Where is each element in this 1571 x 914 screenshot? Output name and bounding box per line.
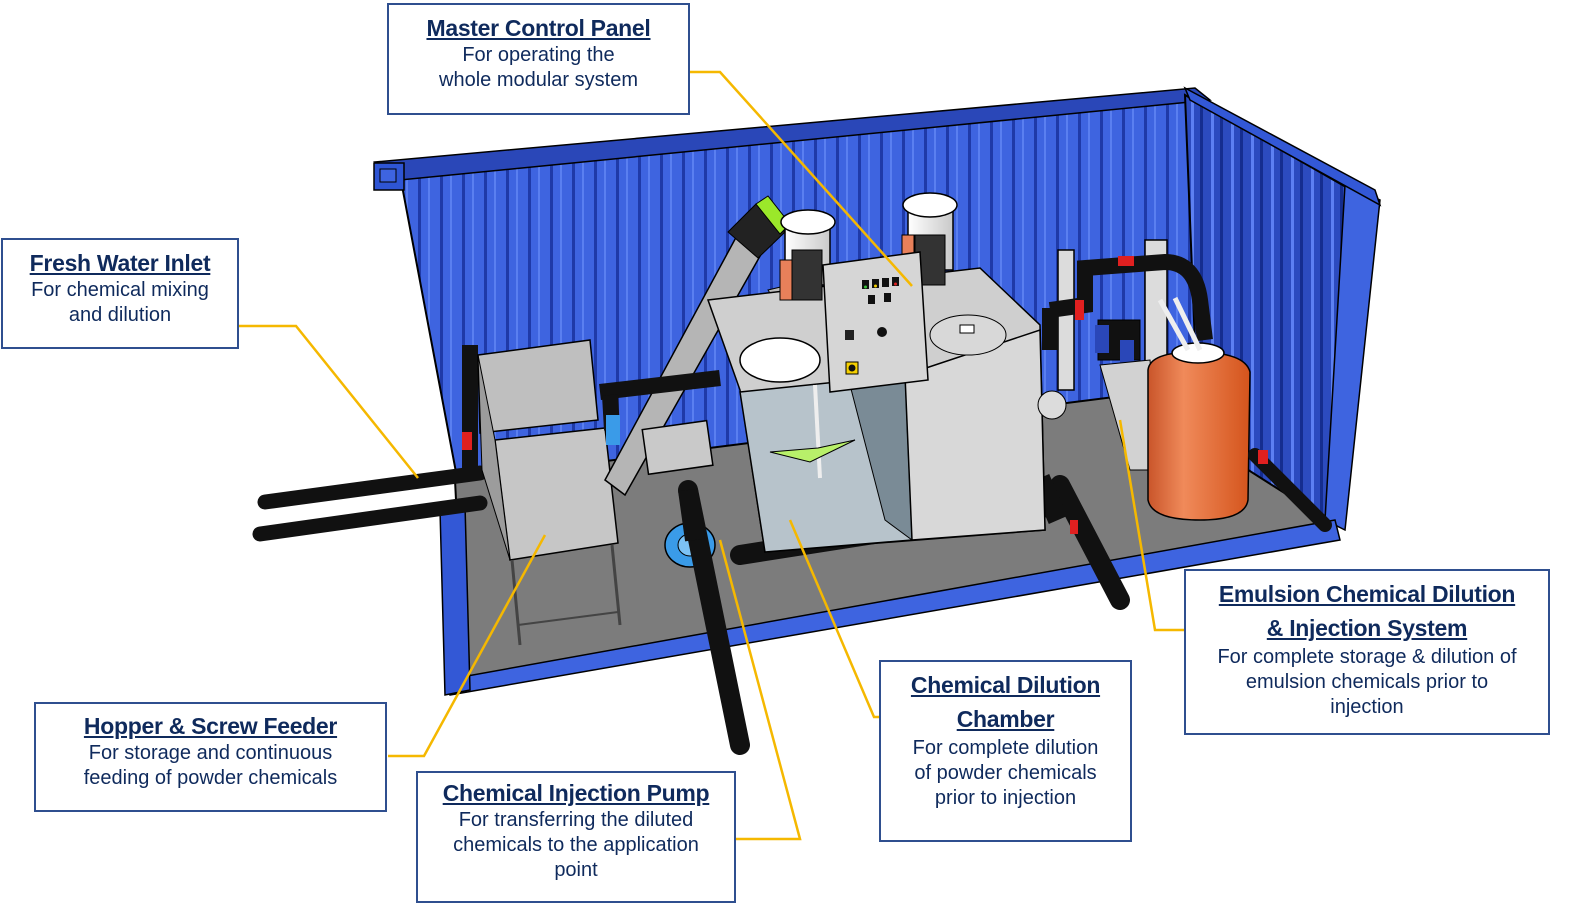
dilution-chamber <box>706 267 1046 553</box>
callout-desc-line: whole modular system <box>439 68 638 91</box>
callout-fresh-water-inlet: Fresh Water Inlet For chemical mixing an… <box>1 238 239 349</box>
callout-desc-line: For operating the <box>462 43 615 66</box>
leader-line-hopper <box>388 534 547 758</box>
callout-desc-line: and dilution <box>68 303 172 326</box>
callout-title: Chamber <box>956 706 1055 732</box>
master-control-panel <box>822 251 929 393</box>
chemical-injection-pump <box>641 419 750 755</box>
callout-desc-line: point <box>554 858 598 881</box>
callout-desc-line: chemicals to the application <box>453 833 699 856</box>
callout-desc-line: injection <box>1330 696 1404 718</box>
callout-hopper-screw-feeder: Hopper & Screw Feeder For storage and co… <box>34 702 387 812</box>
chamber-opening <box>739 337 821 383</box>
callout-desc-line: For chemical mixing <box>31 278 209 301</box>
valve-red <box>462 432 472 450</box>
leader-line-master <box>690 70 913 287</box>
callout-emulsion-system: Emulsion Chemical Dilution & Injection S… <box>1184 569 1550 735</box>
callout-desc-line: of powder chemicals <box>914 762 1097 784</box>
callout-title: Fresh Water Inlet <box>29 250 211 276</box>
callout-title: Emulsion Chemical Dilution <box>1218 581 1516 607</box>
callout-desc-line: For complete storage & dilution of <box>1217 646 1517 668</box>
agitator-blade <box>769 439 856 463</box>
callout-title: Chemical Injection Pump <box>442 780 710 806</box>
callout-title: Master Control Panel <box>426 15 651 41</box>
callout-title: & Injection System <box>1266 615 1468 641</box>
leader-line-dilution <box>788 519 879 719</box>
leader-lines <box>239 70 1184 841</box>
emulsion-system <box>1037 239 1332 532</box>
container <box>372 86 1382 696</box>
callout-master-control-panel: Master Control Panel For operating the w… <box>387 3 690 115</box>
leader-line-fresh <box>239 324 419 479</box>
fresh-water-inlet-pipes <box>252 345 488 542</box>
callout-title: Hopper & Screw Feeder <box>83 713 338 739</box>
callout-desc-line: For storage and continuous <box>88 741 333 764</box>
callout-title: Chemical Dilution <box>910 672 1101 698</box>
leader-line-emulsion <box>1118 419 1184 632</box>
callout-dilution-chamber: Chemical Dilution Chamber For complete d… <box>879 660 1132 842</box>
emulsion-tank <box>1147 351 1251 521</box>
callout-desc-line: For transferring the diluted <box>458 808 694 831</box>
callout-desc-line: For complete dilution <box>912 737 1099 759</box>
leader-line-pump <box>718 539 802 841</box>
chamber-lid <box>929 314 1007 356</box>
callout-desc-line: emulsion chemicals prior to <box>1245 671 1489 693</box>
callout-chemical-injection-pump: Chemical Injection Pump For transferring… <box>416 771 736 903</box>
callout-desc-line: prior to injection <box>934 787 1077 809</box>
callout-desc-line: feeding of powder chemicals <box>83 766 338 789</box>
